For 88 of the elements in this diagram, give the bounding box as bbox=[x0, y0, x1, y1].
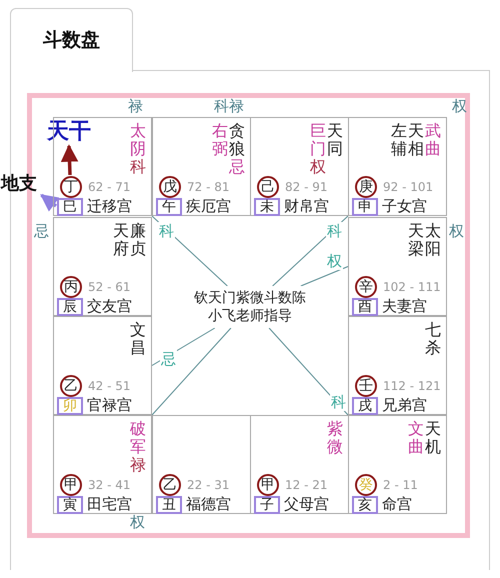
star-name: 忌 bbox=[229, 158, 245, 176]
palace-name: 兄弟宫 bbox=[382, 395, 427, 415]
star-name: 廉贞 bbox=[130, 222, 146, 258]
branch-box: 酉 bbox=[352, 298, 378, 316]
transformation-label: 权 bbox=[130, 513, 145, 531]
palace-cell bbox=[152, 415, 251, 514]
palace-cell bbox=[53, 316, 152, 415]
transformation-mark: 权 bbox=[310, 158, 326, 176]
arrow bbox=[40, 194, 60, 212]
transformation-label: 科禄 bbox=[214, 97, 244, 115]
branch-box: 戌 bbox=[352, 397, 378, 415]
age-range: 52 - 61 bbox=[88, 279, 130, 296]
branch-box: 申 bbox=[352, 198, 378, 216]
star-name: 武曲 bbox=[425, 122, 441, 158]
star-name: 天同 bbox=[327, 122, 343, 158]
palace-name: 迁移宫 bbox=[87, 196, 132, 216]
palace-cell bbox=[348, 117, 447, 216]
palace-name: 子女宫 bbox=[382, 196, 427, 216]
edge-label: 忌 bbox=[160, 350, 177, 368]
palace-name: 财帛宫 bbox=[284, 196, 329, 216]
palace-name: 官禄宫 bbox=[87, 395, 132, 415]
palace-name: 福德宫 bbox=[186, 494, 231, 514]
age-range: 42 - 51 bbox=[88, 378, 130, 395]
age-range: 72 - 81 bbox=[187, 179, 230, 196]
center-text: 钦天门紫微斗数陈小飞老师指导 bbox=[194, 286, 306, 328]
star-name: 天梁 bbox=[408, 222, 424, 258]
branch-box: 未 bbox=[254, 198, 280, 216]
palace-name: 命宫 bbox=[382, 494, 412, 514]
palace-cell bbox=[348, 316, 447, 415]
star-name: 左辅 bbox=[391, 122, 407, 158]
palace-name: 交友宫 bbox=[87, 296, 132, 316]
heading-label: 天干 bbox=[42, 118, 96, 146]
star-name: 太阳 bbox=[425, 222, 441, 258]
star-name: 文曲 bbox=[408, 420, 424, 456]
star-name: 七杀 bbox=[425, 321, 441, 357]
transformation-label: 禄 bbox=[128, 97, 143, 115]
palace-name: 疾厄宫 bbox=[186, 196, 231, 216]
palace-cell bbox=[250, 117, 349, 216]
transformation-mark: 科 bbox=[130, 158, 146, 176]
star-name: 太阴 bbox=[130, 122, 146, 158]
branch-box: 寅 bbox=[57, 496, 83, 514]
palace-cell bbox=[53, 217, 152, 316]
age-range: 12 - 21 bbox=[285, 477, 328, 494]
star-name: 右弼 bbox=[212, 122, 228, 158]
branch-box: 午 bbox=[156, 198, 182, 216]
tab: 斗数盘 bbox=[10, 8, 133, 72]
age-range: 22 - 31 bbox=[187, 477, 230, 494]
branch-box: 巳 bbox=[57, 198, 83, 216]
branch-box: 辰 bbox=[57, 298, 83, 316]
age-range: 32 - 41 bbox=[88, 477, 130, 494]
palace-name: 夫妻宫 bbox=[382, 296, 427, 316]
branch-box: 丑 bbox=[156, 496, 182, 514]
age-range: 112 - 121 bbox=[383, 378, 441, 395]
age-range: 102 - 111 bbox=[383, 279, 441, 296]
branch-box: 亥 bbox=[352, 496, 378, 514]
age-range: 62 - 71 bbox=[88, 179, 130, 196]
age-range: 82 - 91 bbox=[285, 179, 328, 196]
edge-label: 科 bbox=[158, 222, 175, 240]
age-range: 92 - 101 bbox=[383, 179, 434, 196]
palace-name: 田宅宫 bbox=[87, 494, 132, 514]
edge-label: 科 bbox=[326, 222, 343, 240]
heading-label: 地支 bbox=[1, 170, 55, 198]
palace-cell bbox=[250, 415, 349, 514]
transformation-label: 忌 bbox=[34, 222, 49, 240]
star-name: 文昌 bbox=[130, 321, 146, 357]
star-name: 破军 bbox=[130, 420, 146, 456]
star-name: 巨门 bbox=[310, 122, 326, 158]
edge-label: 权 bbox=[326, 252, 343, 270]
connector-line bbox=[152, 328, 216, 366]
star-name: 天府 bbox=[113, 222, 129, 258]
star-name: 贪狼 bbox=[229, 122, 245, 158]
age-range: 2 - 11 bbox=[383, 477, 418, 494]
arrow bbox=[60, 144, 78, 176]
palace-cell bbox=[53, 415, 152, 514]
palace-name: 父母宫 bbox=[284, 494, 329, 514]
branch-box: 卯 bbox=[57, 397, 83, 415]
star-name: 天机 bbox=[425, 420, 441, 456]
palace-cell bbox=[152, 117, 251, 216]
connector-line bbox=[300, 266, 348, 286]
palace-cell bbox=[348, 217, 447, 316]
branch-box: 子 bbox=[254, 496, 280, 514]
edge-label: 科 bbox=[330, 393, 347, 411]
transformation-label: 权 bbox=[452, 97, 467, 115]
star-name: 紫微 bbox=[327, 420, 343, 456]
transformation-label: 权 bbox=[449, 222, 464, 240]
star-name: 天相 bbox=[408, 122, 424, 158]
transformation-mark: 禄 bbox=[130, 456, 146, 474]
palace-cell bbox=[348, 415, 447, 514]
